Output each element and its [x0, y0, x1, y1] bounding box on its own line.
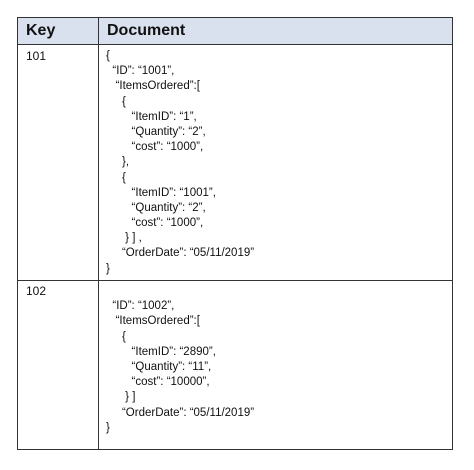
document-line: {	[106, 330, 126, 343]
document-line: },	[106, 156, 130, 169]
document-cell-102: “ID”: “1002”, “ItemsOrdered”:[ { “ItemID…	[106, 284, 254, 436]
key-cell-102: 102	[26, 284, 47, 298]
document-line: “OrderDate”: “05/11/2019”	[106, 247, 255, 260]
key-document-table: Key Document 101 { “ID”: “1001”, “ItemsO…	[17, 17, 453, 450]
key-cell-101: 101	[26, 49, 47, 63]
document-line: “cost”: “1000”,	[106, 141, 204, 154]
row-divider	[18, 280, 452, 281]
document-line: “ItemsOrdered”:[	[106, 80, 200, 93]
document-line	[106, 284, 254, 299]
document-line: “ItemID”: “2890”,	[106, 345, 216, 358]
header-key: Key	[26, 22, 56, 39]
document-line: “ID”: “1001”,	[106, 65, 175, 78]
document-line: {	[106, 50, 110, 62]
document-line: }	[106, 421, 110, 434]
document-line: {	[106, 95, 126, 108]
document-line: “cost”: “10000”,	[106, 376, 210, 389]
document-line: “OrderDate”: “05/11/2019”	[106, 406, 255, 419]
document-line: } ]	[106, 391, 136, 404]
document-line: “Quantity”: “11”,	[106, 360, 212, 373]
document-line: } ] ,	[106, 232, 142, 245]
document-line: “cost”: “1000”,	[106, 217, 204, 230]
document-line: “ItemID”: “1001”,	[106, 186, 216, 199]
document-line: “Quantity”: “2”,	[106, 201, 206, 214]
document-cell-101: { “ID”: “1001”, “ItemsOrdered”:[ { “Item…	[106, 49, 254, 277]
document-line: }	[106, 262, 110, 275]
document-line: {	[106, 171, 126, 184]
header-document: Document	[107, 22, 186, 39]
document-line: “ItemID”: “1”,	[106, 110, 197, 123]
document-line: “ID”: “1002”,	[106, 300, 175, 313]
column-divider	[98, 18, 99, 449]
document-line: “ItemsOrdered”:[	[106, 315, 200, 328]
table-header-row: Key Document	[18, 18, 452, 45]
document-line: “Quantity”: “2”,	[106, 125, 206, 138]
